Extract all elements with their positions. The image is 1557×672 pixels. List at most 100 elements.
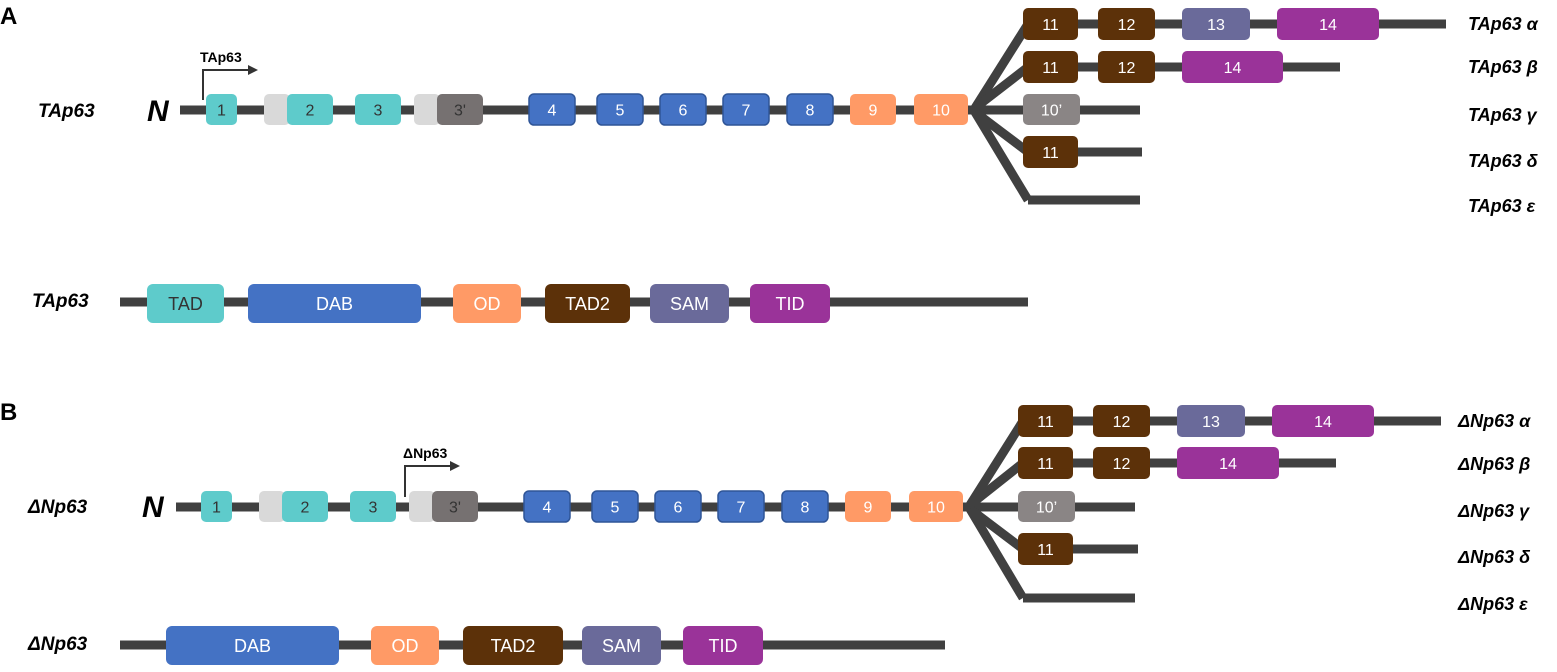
exon-box: 12 bbox=[1098, 51, 1155, 83]
exon-box: 13 bbox=[1177, 405, 1245, 437]
exon-box: 10’ bbox=[1018, 491, 1075, 522]
exon-label: 3' bbox=[454, 103, 466, 120]
panel-a-protein: TAp63 TAD DAB OD TAD2 SAM TID bbox=[32, 284, 1028, 323]
isoform-label-alpha: ΔNp63 α bbox=[1457, 411, 1531, 431]
exon-label: 5 bbox=[616, 103, 625, 120]
domain-box: OD bbox=[453, 284, 521, 323]
exon-label: 12 bbox=[1118, 17, 1136, 34]
exon-label: 11 bbox=[1037, 414, 1054, 431]
panel-a-letter: A bbox=[0, 3, 17, 30]
domain-label: SAM bbox=[602, 636, 641, 656]
exon-box: 9 bbox=[845, 491, 891, 522]
domain-label: DAB bbox=[316, 294, 353, 314]
domain-label: SAM bbox=[670, 294, 709, 314]
exon-label: 9 bbox=[864, 500, 873, 517]
exon-box: 14 bbox=[1277, 8, 1379, 40]
exon-label: 12 bbox=[1113, 456, 1131, 473]
panel-a-isoform-labels: TAp63 α TAp63 β TAp63 γ TAp63 δ TAp63 ε bbox=[1468, 14, 1539, 216]
exon-box: 12 bbox=[1098, 8, 1155, 40]
exon-label: 10 bbox=[927, 500, 945, 517]
domain-label: TID bbox=[709, 636, 738, 656]
panel-b-n-terminal: N bbox=[142, 491, 165, 524]
exon-label: 7 bbox=[737, 500, 746, 517]
exon-label: 11 bbox=[1042, 60, 1059, 77]
exon-label: 6 bbox=[674, 500, 683, 517]
exon-box: 8 bbox=[786, 93, 834, 126]
panel-b-protein: ΔNp63 DAB OD TAD2 SAM TID bbox=[27, 626, 945, 665]
domain-label: OD bbox=[474, 294, 501, 314]
isoform-label-alpha: TAp63 α bbox=[1468, 14, 1539, 34]
exon-light-segment bbox=[409, 491, 435, 522]
exon-box: 14 bbox=[1272, 405, 1374, 437]
exon-box: 4 bbox=[523, 490, 571, 523]
panel-a-branch-beta bbox=[972, 63, 1031, 112]
exon-label: 10’ bbox=[1036, 500, 1057, 517]
exon-box: 8 bbox=[781, 490, 829, 523]
exon-box: 12 bbox=[1093, 447, 1150, 479]
exon-box: 11 bbox=[1018, 447, 1073, 479]
exon-box: 5 bbox=[591, 490, 639, 523]
exon-box: 4 bbox=[528, 93, 576, 126]
exon-label: 14 bbox=[1224, 60, 1242, 77]
panel-b-exons: 1 2 3 3' 4 5 6 7 8 9 10 bbox=[201, 490, 963, 523]
panel-b-branch-alpha bbox=[966, 418, 1027, 508]
exon-light-segment bbox=[259, 491, 285, 522]
exon-label: 13 bbox=[1207, 17, 1225, 34]
exon-label: 3 bbox=[369, 500, 378, 517]
panel-b-promoter-arrow bbox=[404, 461, 460, 497]
domain-label: TAD2 bbox=[565, 294, 610, 314]
domain-box: OD bbox=[371, 626, 439, 665]
exon-box: 10 bbox=[914, 94, 968, 125]
exon-label: 4 bbox=[548, 103, 557, 120]
exon-label: 8 bbox=[806, 103, 815, 120]
domain-box: DAB bbox=[248, 284, 421, 323]
isoform-label-beta: TAp63 β bbox=[1468, 57, 1538, 77]
exon-box: 6 bbox=[654, 490, 702, 523]
exon-box: 9 bbox=[850, 94, 896, 125]
panel-a-isoform-exons: 11 12 13 14 11 12 14 10’ 11 bbox=[1023, 8, 1379, 168]
exon-box: 14 bbox=[1177, 447, 1279, 479]
exon-box: 11 bbox=[1018, 405, 1073, 437]
exon-box: 14 bbox=[1182, 51, 1283, 83]
exon-box: 1 bbox=[201, 491, 232, 522]
isoform-label-delta: ΔNp63 δ bbox=[1457, 547, 1531, 567]
exon-light-segment bbox=[414, 94, 440, 125]
exon-label: 12 bbox=[1118, 60, 1136, 77]
panel-a-n-terminal: N bbox=[147, 95, 170, 128]
exon-label: 8 bbox=[801, 500, 810, 517]
domain-box: TID bbox=[750, 284, 830, 323]
panel-b-branch-beta bbox=[967, 459, 1026, 509]
panel-a: A TAp63 N TAp63 1 2 3 bbox=[0, 3, 1539, 323]
exon-label: 3 bbox=[374, 103, 383, 120]
exon-label: 14 bbox=[1319, 17, 1337, 34]
isoform-label-beta: ΔNp63 β bbox=[1457, 454, 1530, 474]
exon-label: 9 bbox=[869, 103, 878, 120]
exon-box: 2 bbox=[287, 94, 333, 125]
panel-a-protein-label: TAp63 bbox=[32, 291, 89, 312]
domain-box: TAD2 bbox=[545, 284, 630, 323]
exon-label: 2 bbox=[306, 103, 315, 120]
isoform-label-epsilon: ΔNp63 ε bbox=[1457, 594, 1528, 614]
domain-box: TAD2 bbox=[463, 626, 563, 665]
exon-box: 11 bbox=[1023, 8, 1078, 40]
exon-label: 14 bbox=[1314, 414, 1332, 431]
exon-box: 11 bbox=[1018, 533, 1073, 565]
exon-box: 3' bbox=[432, 491, 478, 522]
exon-box: 7 bbox=[717, 490, 765, 523]
panel-b-gene-label: ΔNp63 bbox=[27, 497, 88, 518]
domain-label: DAB bbox=[234, 636, 271, 656]
exon-label: 14 bbox=[1219, 456, 1237, 473]
exon-box: 3' bbox=[437, 94, 483, 125]
exon-box: 7 bbox=[722, 93, 770, 126]
exon-box: 13 bbox=[1182, 8, 1250, 40]
exon-label: 1 bbox=[212, 500, 221, 517]
exon-box: 6 bbox=[659, 93, 707, 126]
panel-b-promoter-label: ΔNp63 bbox=[403, 445, 448, 461]
exon-label: 3' bbox=[449, 500, 461, 517]
exon-box: 12 bbox=[1093, 405, 1150, 437]
exon-light-segment bbox=[264, 94, 290, 125]
domain-label: TAD bbox=[168, 294, 203, 314]
panel-a-promoter-label: TAp63 bbox=[200, 49, 242, 65]
exon-label: 2 bbox=[301, 500, 310, 517]
isoform-label-gamma: ΔNp63 γ bbox=[1457, 501, 1530, 521]
